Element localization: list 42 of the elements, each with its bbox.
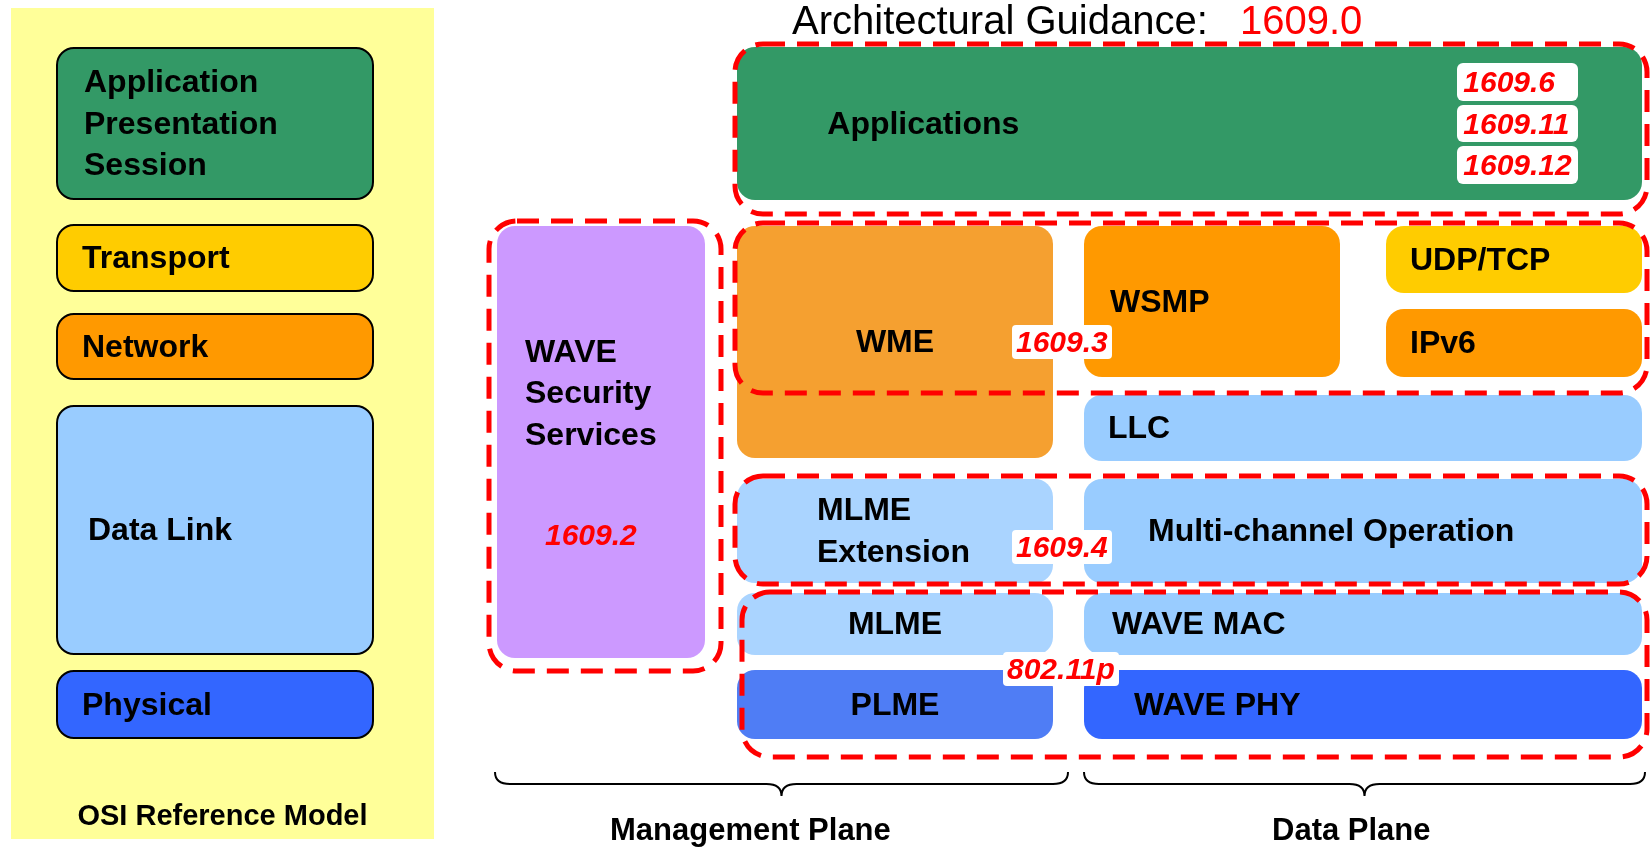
layer-block bbox=[56, 224, 374, 292]
layer-label: PLME bbox=[850, 684, 940, 724]
layer-block bbox=[1386, 309, 1642, 377]
layer-label: WME bbox=[855, 322, 935, 362]
layer-block bbox=[737, 593, 1053, 655]
layer-label: LLC bbox=[1108, 408, 1171, 448]
layer-block bbox=[1084, 593, 1642, 655]
layer-block bbox=[1084, 395, 1642, 461]
panel-heading: OSI Reference Model bbox=[77, 798, 368, 834]
standard-number: 802.11p bbox=[1003, 652, 1119, 686]
title-number: 1609.0 bbox=[1240, 0, 1363, 43]
standard-number: 1609.12 bbox=[1457, 146, 1578, 184]
layer-label: Multi-channel Operation bbox=[1148, 511, 1515, 551]
layer-label: WAVE MAC bbox=[1112, 604, 1286, 644]
layer-label: MLME Extension bbox=[817, 490, 971, 571]
layer-label: UDP/TCP bbox=[1410, 239, 1551, 279]
layer-block bbox=[56, 405, 374, 655]
layer-label: Network bbox=[82, 326, 209, 366]
layer-label: Application Presentation Session bbox=[84, 62, 279, 185]
layer-block bbox=[497, 226, 705, 658]
standard-number: 1609.6 bbox=[1457, 63, 1578, 101]
standard-number: 1609.11 bbox=[1457, 104, 1578, 143]
layer-label: Data Link bbox=[88, 510, 233, 550]
layer-label: Physical bbox=[82, 684, 212, 724]
layer-block bbox=[56, 47, 374, 200]
standard-number: 1609.2 bbox=[544, 516, 638, 553]
plane-label: Data Plane bbox=[1272, 812, 1431, 848]
osi-panel bbox=[11, 8, 434, 839]
standard-number: 1609.3 bbox=[1012, 325, 1112, 359]
layer-label: WAVE Security Services bbox=[525, 331, 658, 455]
layer-block bbox=[56, 313, 374, 380]
standard-number: 1609.4 bbox=[1012, 530, 1112, 564]
plane-label: Management Plane bbox=[610, 812, 891, 848]
layer-label: WAVE PHY bbox=[1134, 684, 1301, 724]
layer-label: MLME bbox=[847, 604, 943, 644]
layer-label: WSMP bbox=[1110, 281, 1210, 321]
layer-label: Applications bbox=[827, 103, 1021, 143]
layer-block bbox=[1386, 226, 1642, 293]
layer-label: Transport bbox=[82, 238, 230, 278]
title: Architectural Guidance: bbox=[792, 0, 1208, 43]
layer-block bbox=[56, 670, 374, 739]
layer-label: IPv6 bbox=[1410, 323, 1476, 363]
